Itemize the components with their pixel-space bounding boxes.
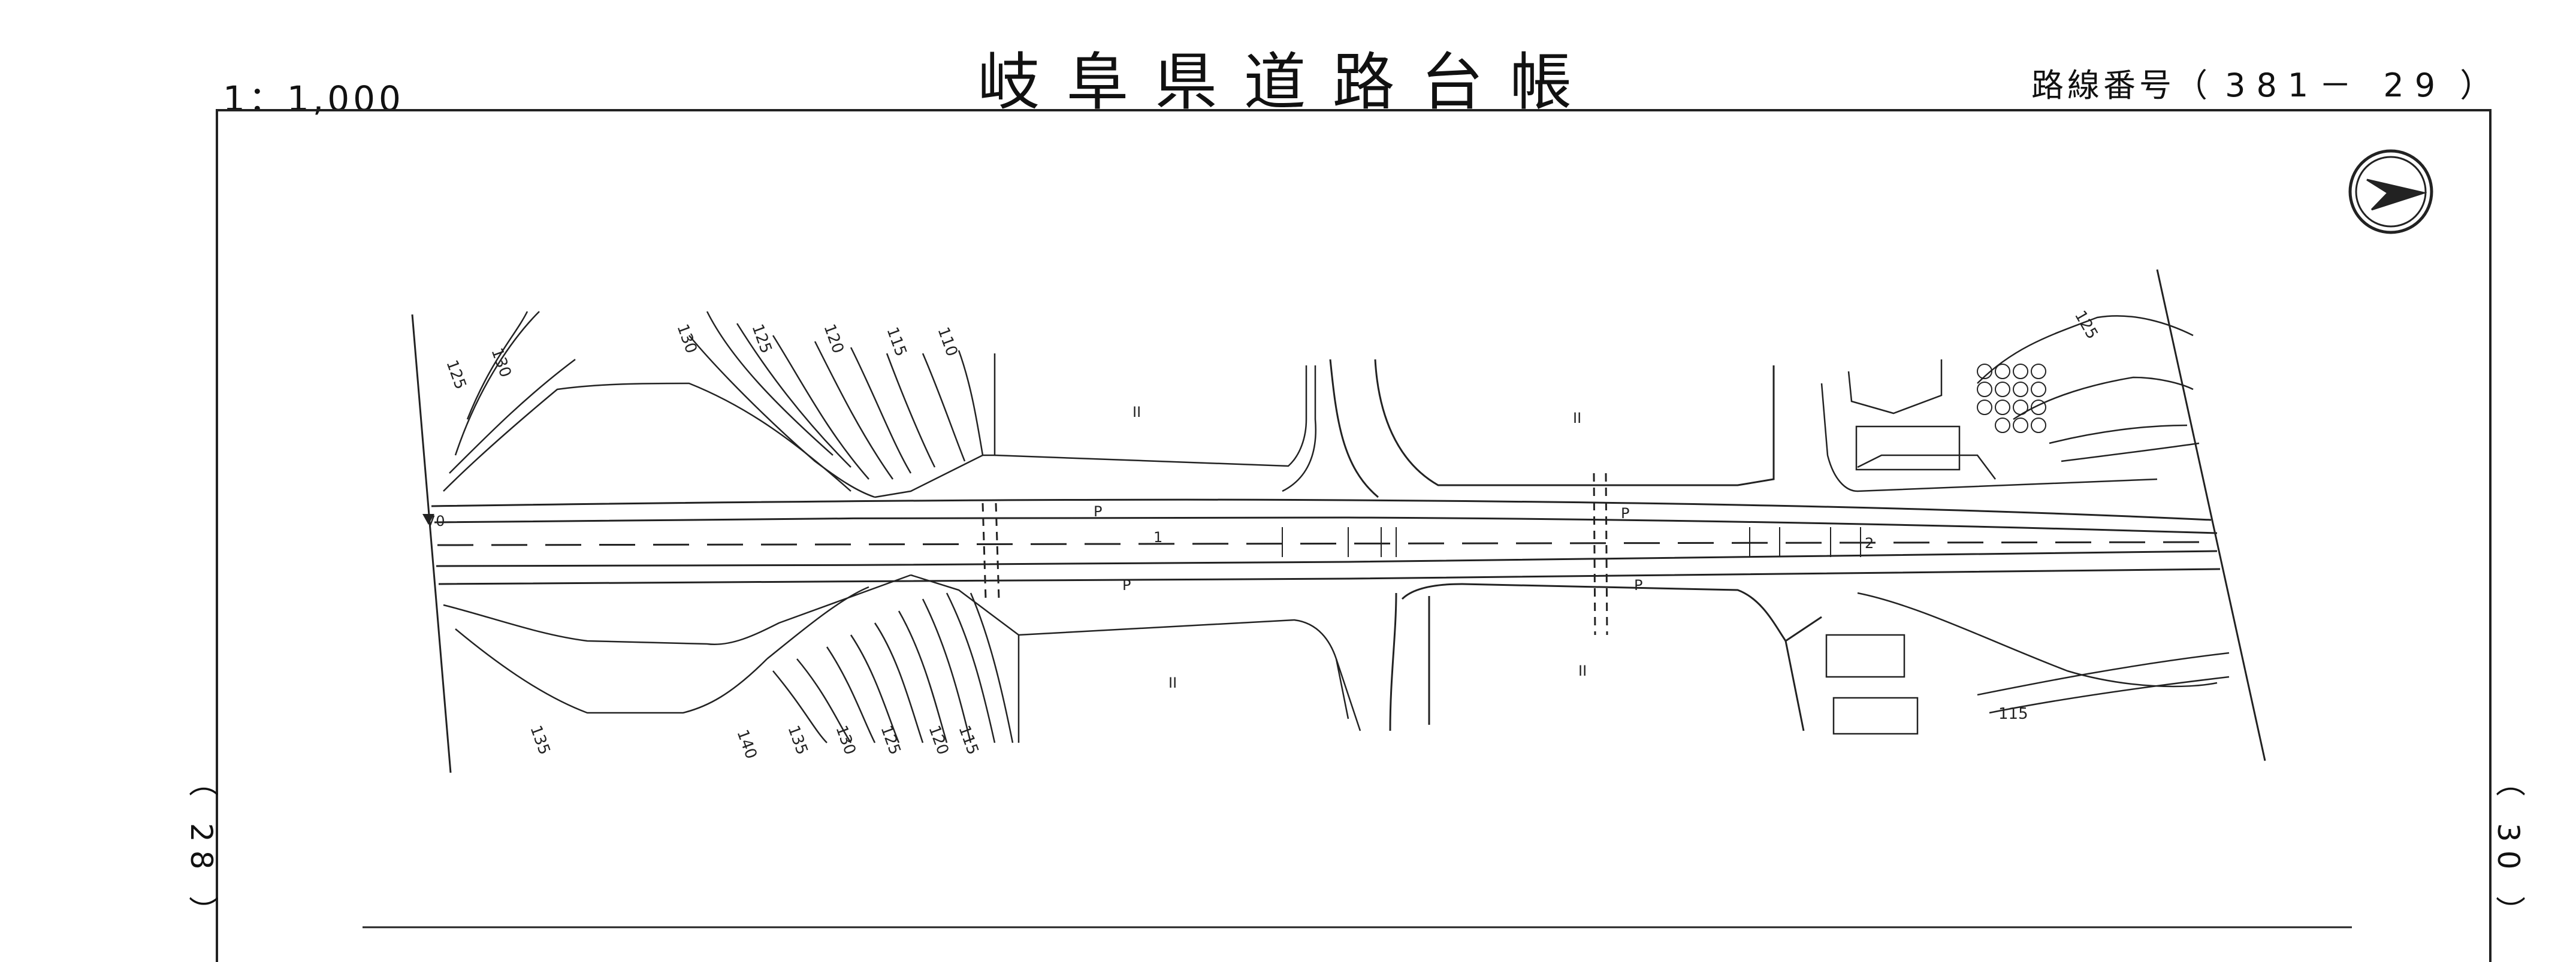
road-edge-upper	[434, 516, 2218, 534]
road-edge-upper-outer	[431, 498, 2212, 521]
parking-mark-3: P	[1122, 577, 1131, 594]
orchard-symbols	[1977, 364, 2046, 433]
contour-label-140: 140	[733, 727, 760, 761]
map-right-edge	[2156, 269, 2266, 761]
contour-label-135a: 135	[526, 723, 553, 757]
survey-line-3	[1593, 473, 1596, 636]
route-number: 381－ 29	[2225, 66, 2447, 104]
scale-label: 1：1,000	[223, 78, 404, 119]
next-sheet-ref: （ 30 ）	[2491, 767, 2526, 934]
right-side-features	[1820, 315, 2230, 735]
contour-label-125c: 125	[877, 723, 904, 757]
cross-street	[1329, 359, 1822, 731]
lane-marker-2: 2	[1865, 535, 1874, 552]
north-arrow-icon	[2348, 149, 2433, 234]
building-3	[1832, 697, 1919, 735]
route-number-label: 路線番号（ 381－ 29 ）	[2031, 59, 2496, 106]
parcel-mark-3: II	[1168, 674, 1177, 691]
lower-left-slope	[443, 574, 1361, 743]
lane-marker-1: 1	[1153, 529, 1162, 546]
bench-mark-icon	[422, 514, 434, 525]
prev-sheet-number: 28	[184, 822, 219, 878]
lane-arrows	[1282, 527, 1861, 557]
building-2	[1825, 634, 1905, 678]
sheet-title: 岐阜県道路台帳	[977, 46, 1599, 119]
contour-label-120b: 120	[925, 723, 952, 757]
contour-label-130b: 130	[673, 322, 700, 356]
parking-mark-1: P	[1094, 503, 1102, 520]
parcel-mark-2: II	[1573, 410, 1581, 426]
contour-label-120: 120	[820, 322, 847, 356]
survey-line-2	[995, 503, 1000, 600]
route-open-paren: （	[2175, 66, 2225, 104]
road-edge-lower	[436, 550, 2218, 567]
parcel-mark-4: II	[1578, 662, 1587, 679]
survey-line-4	[1605, 473, 1608, 636]
next-sheet-number: 30	[2491, 822, 2526, 878]
contour-label-110: 110	[934, 325, 961, 359]
route-close-paren: ）	[2446, 66, 2496, 104]
route-label: 路線番号	[2031, 66, 2175, 104]
prev-sheet-ref: （ 28 ）	[184, 767, 219, 934]
map-frame	[216, 109, 2492, 962]
map-left-edge	[411, 314, 452, 773]
road-edge-lower-outer	[438, 568, 2221, 585]
survey-line-1	[982, 503, 987, 600]
parking-mark-4: P	[1634, 577, 1642, 594]
contour-label-115b: 115	[955, 723, 982, 757]
contour-label-135b: 135	[784, 723, 811, 757]
road-centre-line	[437, 541, 2218, 546]
building-1	[1855, 425, 1961, 471]
road-ledger-map: 125 130 130 125 120 115 110 135 140 135 …	[363, 149, 2433, 928]
parking-mark-2: P	[1621, 505, 1629, 522]
upper-left-slope	[443, 311, 1316, 498]
contour-label-125: 125	[442, 358, 469, 392]
contour-label-125b: 125	[748, 322, 775, 356]
contour-label-130c: 130	[832, 723, 859, 757]
contour-label-115-right: 115	[1998, 705, 2028, 723]
parcel-mark-1: II	[1133, 404, 1141, 421]
